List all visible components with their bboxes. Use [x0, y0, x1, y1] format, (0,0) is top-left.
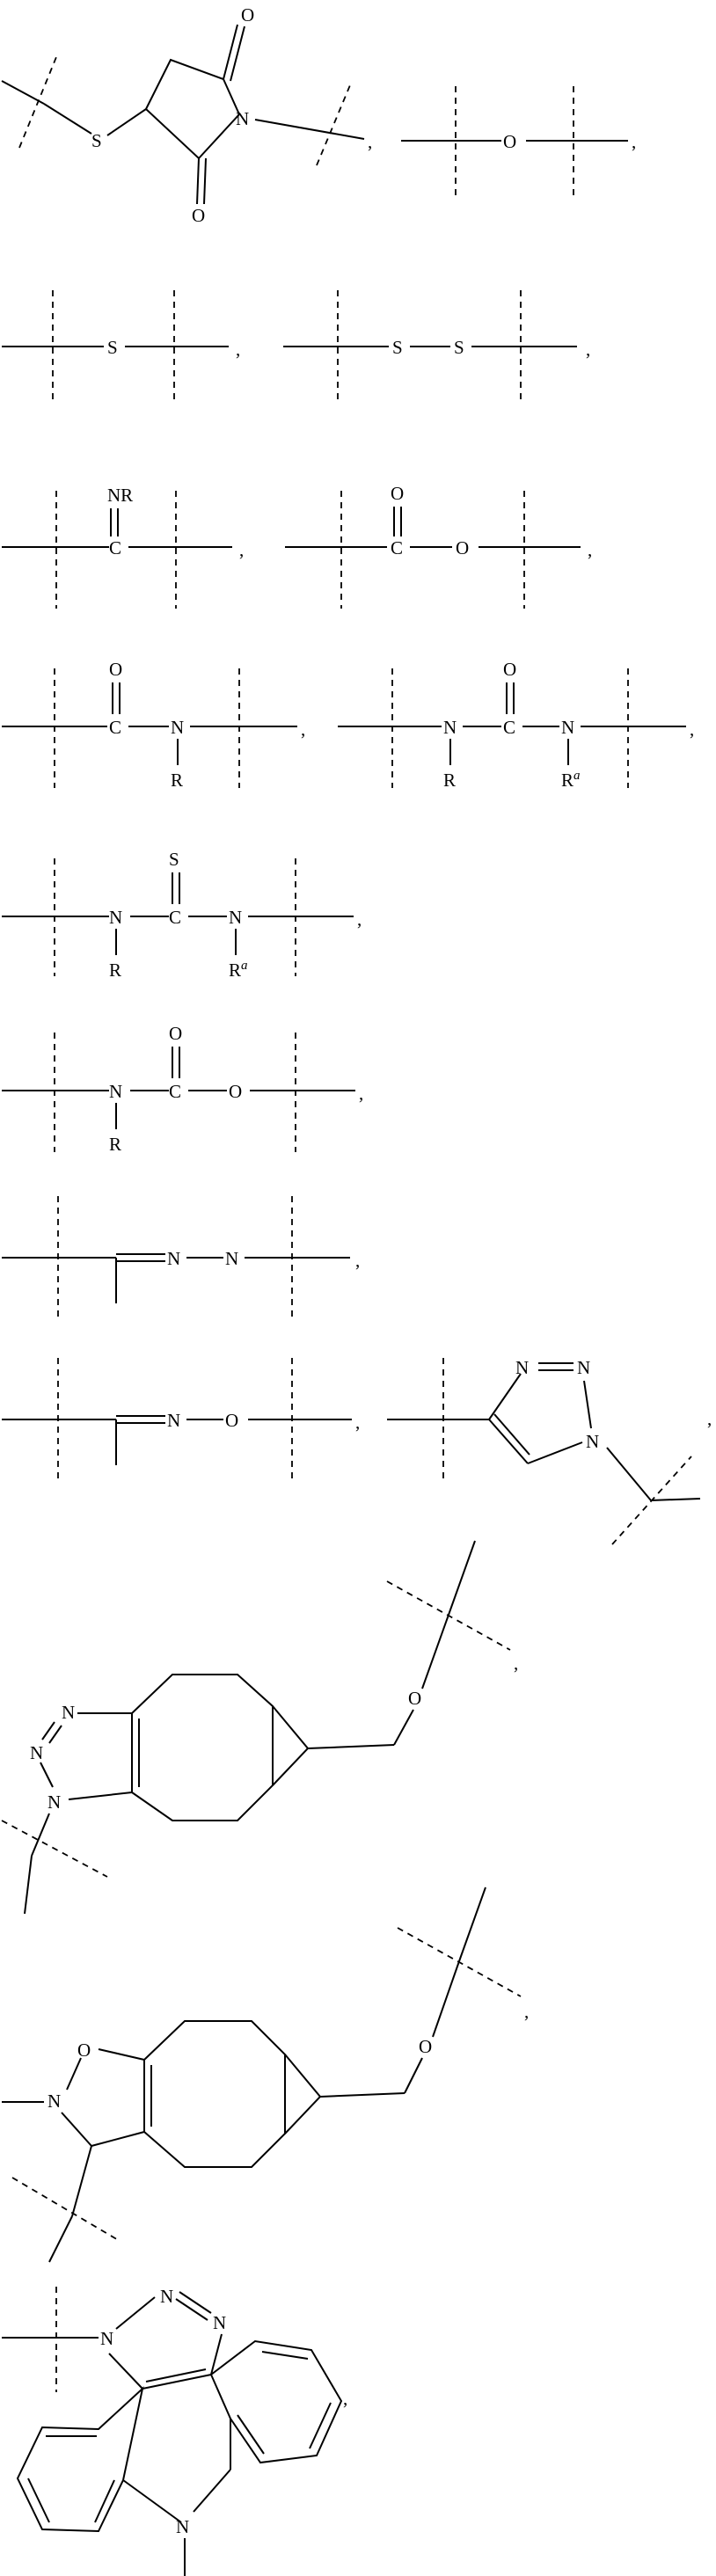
- atom-o-ring: O: [77, 2040, 91, 2061]
- separator: ,: [355, 1250, 360, 1271]
- separator: ,: [355, 1412, 360, 1433]
- atom-s: S: [107, 337, 118, 358]
- carbamate-structure: N R O C O ,: [2, 1023, 363, 1155]
- atom-o: O: [503, 131, 516, 152]
- imine-structure: NR C ,: [2, 485, 244, 609]
- atom-n2: N: [160, 2286, 173, 2307]
- atom-o-top: O: [241, 4, 254, 26]
- amide-structure: O C N R ,: [2, 659, 305, 791]
- atom-r: R: [443, 770, 456, 791]
- atom-n2: N: [561, 717, 574, 738]
- separator: ,: [357, 909, 362, 930]
- atom-s2: S: [454, 337, 464, 358]
- atom-n: N: [171, 717, 184, 738]
- atom-n1: N: [109, 907, 122, 928]
- separator: ,: [239, 539, 244, 560]
- atom-n3: N: [586, 1431, 599, 1452]
- atom-n1: N: [100, 2328, 113, 2349]
- bcn-triazole-structure: N N N O ,: [2, 1541, 518, 1914]
- separator: ,: [343, 2388, 347, 2409]
- atom-n3: N: [47, 1792, 61, 1813]
- separator: ,: [586, 339, 590, 360]
- oxime-structure: N O ,: [2, 1358, 360, 1481]
- separator: ,: [514, 1653, 518, 1674]
- atom-n2: N: [225, 1248, 238, 1269]
- atom-n1: N: [167, 1248, 180, 1269]
- atom-o: O: [225, 1410, 238, 1431]
- atom-o: O: [109, 659, 122, 680]
- bcn-isoxazoline-structure: O N O ,: [2, 1887, 529, 2262]
- separator: ,: [588, 539, 592, 560]
- atom-n2: N: [30, 1742, 43, 1763]
- triazole-structure: N N N ,: [387, 1357, 712, 1544]
- dbco-triazole-structure: N N N N ,: [2, 2286, 347, 2576]
- separator: ,: [707, 1408, 712, 1429]
- atom-o: O: [408, 1688, 421, 1709]
- ester-structure: O C O ,: [285, 483, 592, 609]
- atom-o-top: O: [169, 1023, 182, 1044]
- separator: ,: [236, 339, 240, 360]
- atom-r: R: [109, 1134, 121, 1155]
- atom-ra: Ra: [229, 959, 248, 981]
- atom-c: C: [109, 537, 121, 558]
- atom-s: S: [169, 849, 179, 870]
- atom-c: C: [169, 1081, 181, 1102]
- atom-ra: Ra: [561, 769, 581, 791]
- atom-o: O: [456, 537, 469, 558]
- thioether-structure: S ,: [2, 290, 240, 405]
- atom-n3: N: [213, 2312, 226, 2333]
- atom-n-ring: N: [176, 2516, 189, 2537]
- atom-n: N: [109, 1081, 122, 1102]
- atom-o: O: [503, 659, 516, 680]
- atom-n1: N: [515, 1357, 529, 1378]
- atom-n: N: [47, 2091, 61, 2112]
- hydrazone-structure: N N ,: [2, 1196, 360, 1317]
- separator: ,: [368, 131, 372, 152]
- ether-structure: O ,: [401, 86, 636, 199]
- atom-nr: NR: [107, 485, 133, 506]
- atom-n1: N: [62, 1702, 75, 1723]
- atom-n: N: [167, 1410, 180, 1431]
- atom-c: C: [109, 717, 121, 738]
- separator: ,: [301, 719, 305, 740]
- atom-r: R: [109, 960, 121, 981]
- succinimide-thioether-structure: S O O N ,: [2, 4, 372, 226]
- separator: ,: [690, 719, 694, 740]
- separator: ,: [524, 2001, 529, 2022]
- atom-n1: N: [443, 717, 457, 738]
- disulfide-structure: S S ,: [283, 290, 590, 405]
- atom-o: O: [419, 2036, 432, 2057]
- atom-r: R: [171, 770, 183, 791]
- separator: ,: [359, 1083, 363, 1104]
- atom-o-top: O: [391, 483, 404, 504]
- atom-n2: N: [229, 907, 242, 928]
- atom-s: S: [91, 130, 102, 151]
- atom-o: O: [229, 1081, 242, 1102]
- urea-structure: N R O C N Ra ,: [338, 659, 694, 791]
- atom-c: C: [169, 907, 181, 928]
- atom-n2: N: [577, 1357, 590, 1378]
- atom-c: C: [391, 537, 403, 558]
- atom-s1: S: [392, 337, 403, 358]
- atom-n: N: [236, 108, 249, 129]
- atom-o-bottom: O: [192, 205, 205, 226]
- thiourea-structure: N R S C N Ra ,: [2, 849, 362, 981]
- separator: ,: [632, 131, 636, 152]
- atom-c: C: [503, 717, 515, 738]
